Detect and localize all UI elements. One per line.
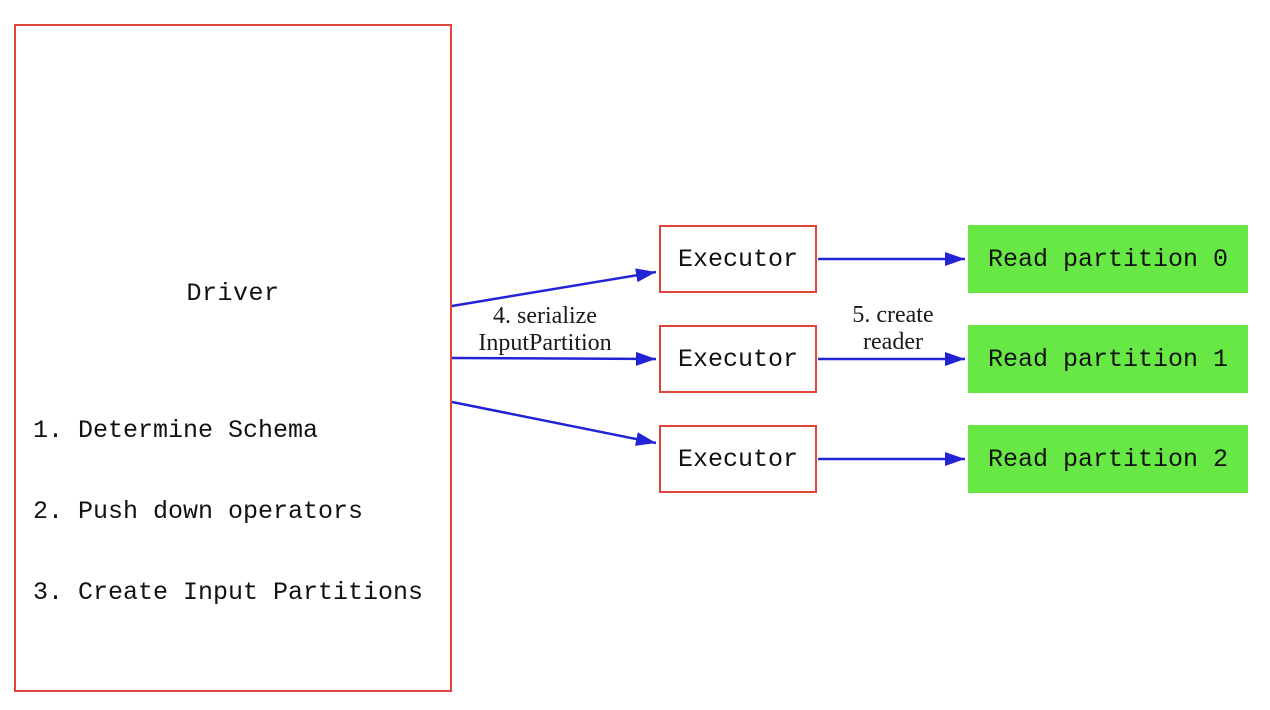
- read-partition-box-1: Read partition 1: [968, 325, 1248, 393]
- executor-label-2: Executor: [677, 444, 799, 474]
- read-partition-box-2: Read partition 2: [968, 425, 1248, 493]
- driver-box: [14, 24, 452, 692]
- arrow-driver-to-executor-2: [451, 400, 657, 446]
- edge-label-serialize-input-partition: 4. serialize InputPartition: [447, 303, 643, 357]
- executor-label-1: Executor: [677, 344, 799, 374]
- driver-step-1: 1. Determine Schema: [33, 416, 319, 445]
- read-partition-box-0: Read partition 0: [968, 225, 1248, 293]
- driver-step-list: 1. Determine Schema 2. Push down operato…: [33, 363, 443, 660]
- edge-label-serialize-line-2: InputPartition: [478, 330, 612, 356]
- read-partition-label-0: Read partition 0: [987, 244, 1229, 274]
- arrow-driver-to-executor-1: [451, 351, 657, 366]
- driver-step-3: 3. Create Input Partitions: [33, 578, 424, 607]
- executor-box-0: Executor: [659, 225, 817, 293]
- executor-box-2: Executor: [659, 425, 817, 493]
- edge-label-serialize-line-1: 4. serialize: [493, 303, 597, 329]
- driver-title: Driver: [186, 279, 280, 308]
- read-partition-label-2: Read partition 2: [987, 444, 1229, 474]
- executor-box-1: Executor: [659, 325, 817, 393]
- arrow-driver-to-executor-0: [451, 268, 657, 308]
- edge-label-reader-line-1: 5. create: [852, 302, 934, 328]
- edge-label-reader-line-2: reader: [863, 329, 923, 355]
- read-partition-label-1: Read partition 1: [987, 344, 1229, 374]
- edge-label-create-reader: 5. create reader: [816, 302, 970, 356]
- driver-step-2: 2. Push down operators: [33, 497, 364, 526]
- executor-label-0: Executor: [677, 244, 799, 274]
